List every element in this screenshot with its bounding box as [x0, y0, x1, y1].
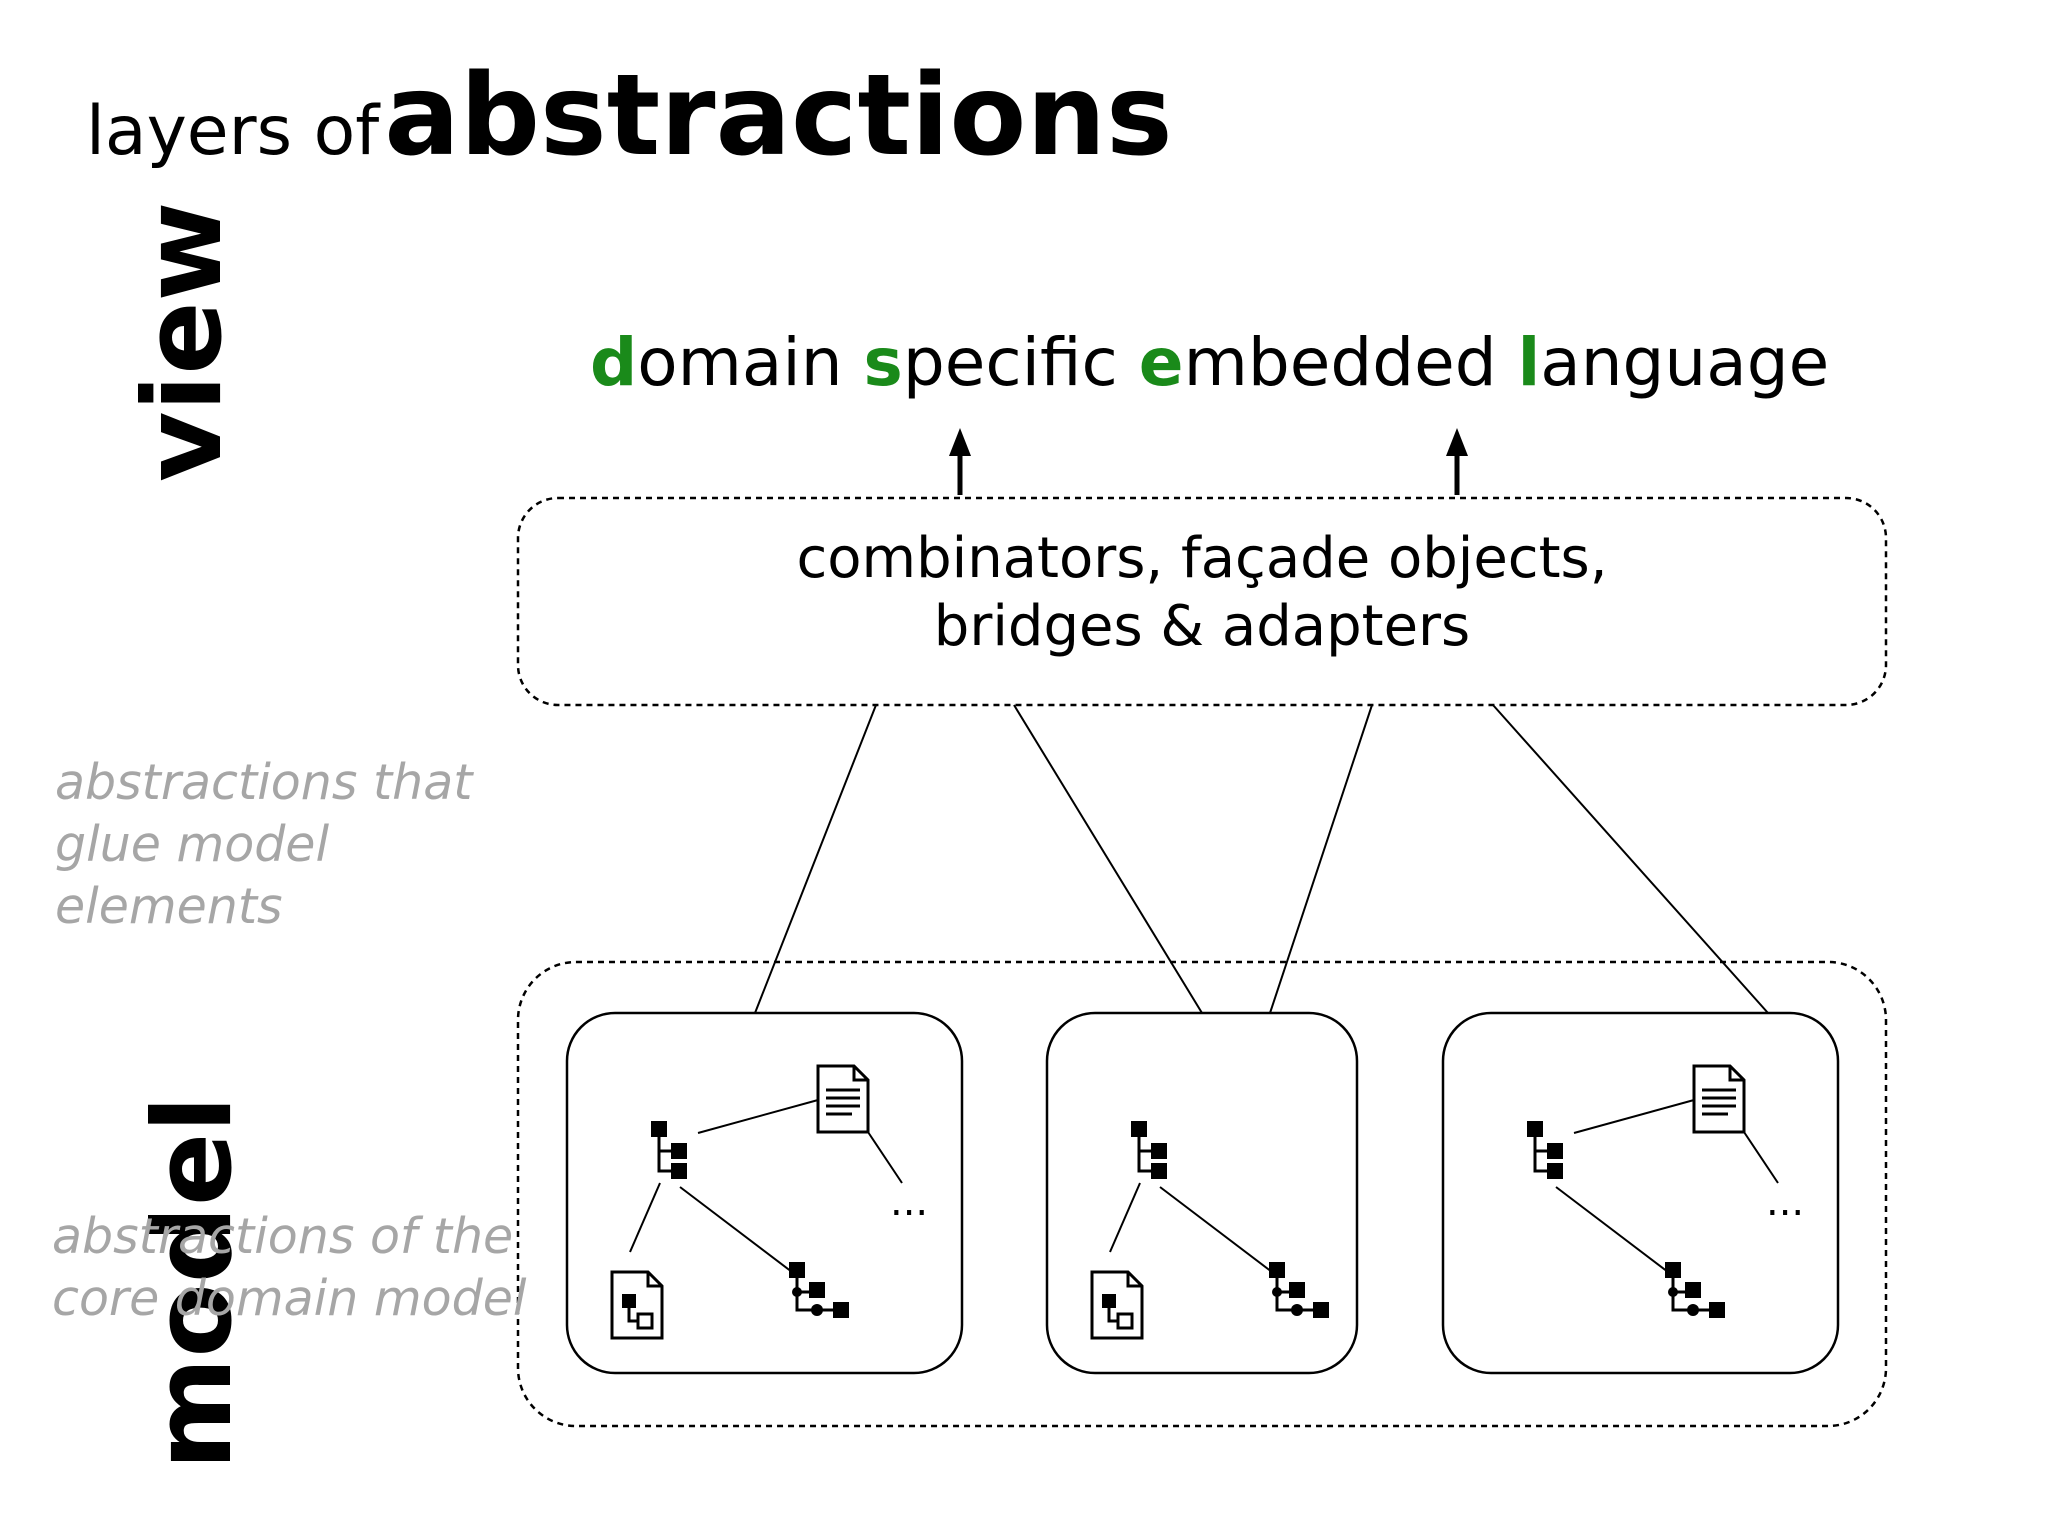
title-main: abstractions [384, 51, 1173, 181]
core-abstractions-note: abstractions of the core domain model [52, 1208, 527, 1327]
view-label: view [121, 201, 246, 482]
dsel-rest-omain: omain [637, 324, 843, 401]
dsel-heading: domain specific embedded language [590, 330, 1829, 396]
combinators-box [516, 496, 1888, 707]
model-box-2 [1045, 1011, 1359, 1375]
title-prefix: layers of [86, 92, 380, 171]
dsel-initial-s: s [863, 324, 903, 401]
dsel-initial-e: e [1138, 324, 1184, 401]
document-text-icon [816, 1064, 870, 1134]
dsel-initial-d: d [590, 324, 638, 401]
arrow-up-right [1446, 428, 1468, 495]
slide-title: layers of abstractions [86, 60, 1173, 172]
document-text-icon [1692, 1064, 1746, 1134]
combinators-line-2: bridges & adapters [933, 594, 1471, 659]
dsel-rest-pecific: pecific [902, 324, 1118, 401]
ellipsis-box-1: ... [890, 1179, 928, 1225]
combinators-text: combinators, façade objects, bridges & a… [518, 525, 1886, 661]
dsel-initial-l: l [1517, 324, 1541, 401]
model-box-1 [565, 1011, 964, 1375]
combinators-line-1: combinators, façade objects, [796, 526, 1608, 591]
glue-abstractions-note: abstractions that glue model elements [55, 754, 473, 935]
dsel-rest-mbedded: mbedded [1183, 324, 1497, 401]
dsel-rest-anguage: anguage [1540, 324, 1830, 401]
ellipsis-box-3: ... [1766, 1179, 1804, 1225]
document-diagram-icon [610, 1270, 664, 1340]
arrow-up-left [949, 428, 971, 495]
glue-lines [754, 704, 1769, 1014]
document-diagram-icon [1090, 1270, 1144, 1340]
model-box-3 [1441, 1011, 1840, 1375]
